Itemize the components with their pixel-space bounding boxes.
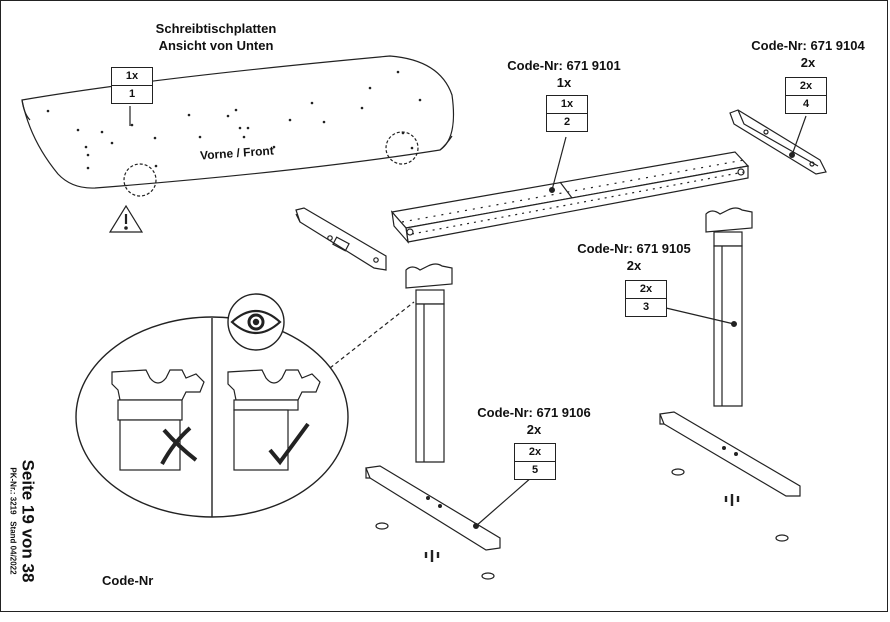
leader-leg [665,307,735,325]
bracket-code: Code-Nr: 671 9104 2x [734,37,882,71]
detail-pointer [329,301,415,369]
right-leg-drawing [705,207,753,407]
qty-cell: 1x [125,70,139,82]
detail-oval [75,316,349,518]
leg-part-box: 2x 3 [625,280,667,317]
pk-number: PK-Nr.: 3219 [8,467,18,515]
desk-top-drawing [21,55,455,197]
part-no-cell: 4 [786,95,826,113]
desk-top-title-line2: Ansicht von Unten [158,38,274,53]
qty-cell: 2x [528,446,542,458]
left-leg-drawing [405,263,453,463]
right-foot-drawing [659,411,801,542]
leg-code: Code-Nr: 671 9105 2x [560,240,708,274]
crossbar-code: Code-Nr: 671 9101 1x [490,57,638,91]
bracket-part-box: 2x 4 [785,77,827,114]
qty-cell: 2x [799,80,813,92]
part-no-cell: 3 [626,298,666,316]
crossbar-drawing [390,151,750,244]
code-nr-footer-label: Code-Nr [102,573,154,588]
leader-crossbar [551,136,567,191]
foot-code-number: Code-Nr: 671 9106 [477,405,591,420]
check-mark-icon [268,422,310,466]
desk-top-part-box: 1x 1 [111,67,153,104]
crossbar-code-number: Code-Nr: 671 9101 [507,58,621,73]
bracket-count: 2x [800,55,816,70]
foot-code: Code-Nr: 671 9106 2x [460,404,608,438]
part-no-cell: 1 [112,85,152,103]
desk-top-title: Schreibtischplatten Ansicht von Unten [136,20,296,54]
page-info-sidebar: Seite 19 von 38 PK-Nr.: 3219 Stand 04/20… [4,432,42,610]
bracket-code-number: Code-Nr: 671 9104 [751,38,865,53]
eye-icon [227,293,285,351]
page-number: Seite 19 von 38 [18,459,38,583]
doc-info: PK-Nr.: 3219 Stand 04/2022 [9,460,18,583]
part-no-cell: 2 [547,113,587,131]
qty-cell: 2x [639,283,653,295]
leg-code-number: Code-Nr: 671 9105 [577,241,691,256]
leader-right-bracket [791,115,807,156]
stand-date: Stand 04/2022 [8,521,18,575]
desk-top-title-line1: Schreibtischplatten [155,21,277,36]
crossbar-count: 1x [556,75,572,90]
crossbar-part-box: 1x 2 [546,95,588,132]
foot-count: 2x [526,422,542,437]
left-bracket-drawing [295,207,387,271]
part-no-cell: 5 [515,461,555,479]
foot-part-box: 2x 5 [514,443,556,480]
cross-mark-icon [160,426,198,465]
leg-count: 2x [626,258,642,273]
qty-cell: 1x [560,98,574,110]
warning-icon [108,204,144,233]
